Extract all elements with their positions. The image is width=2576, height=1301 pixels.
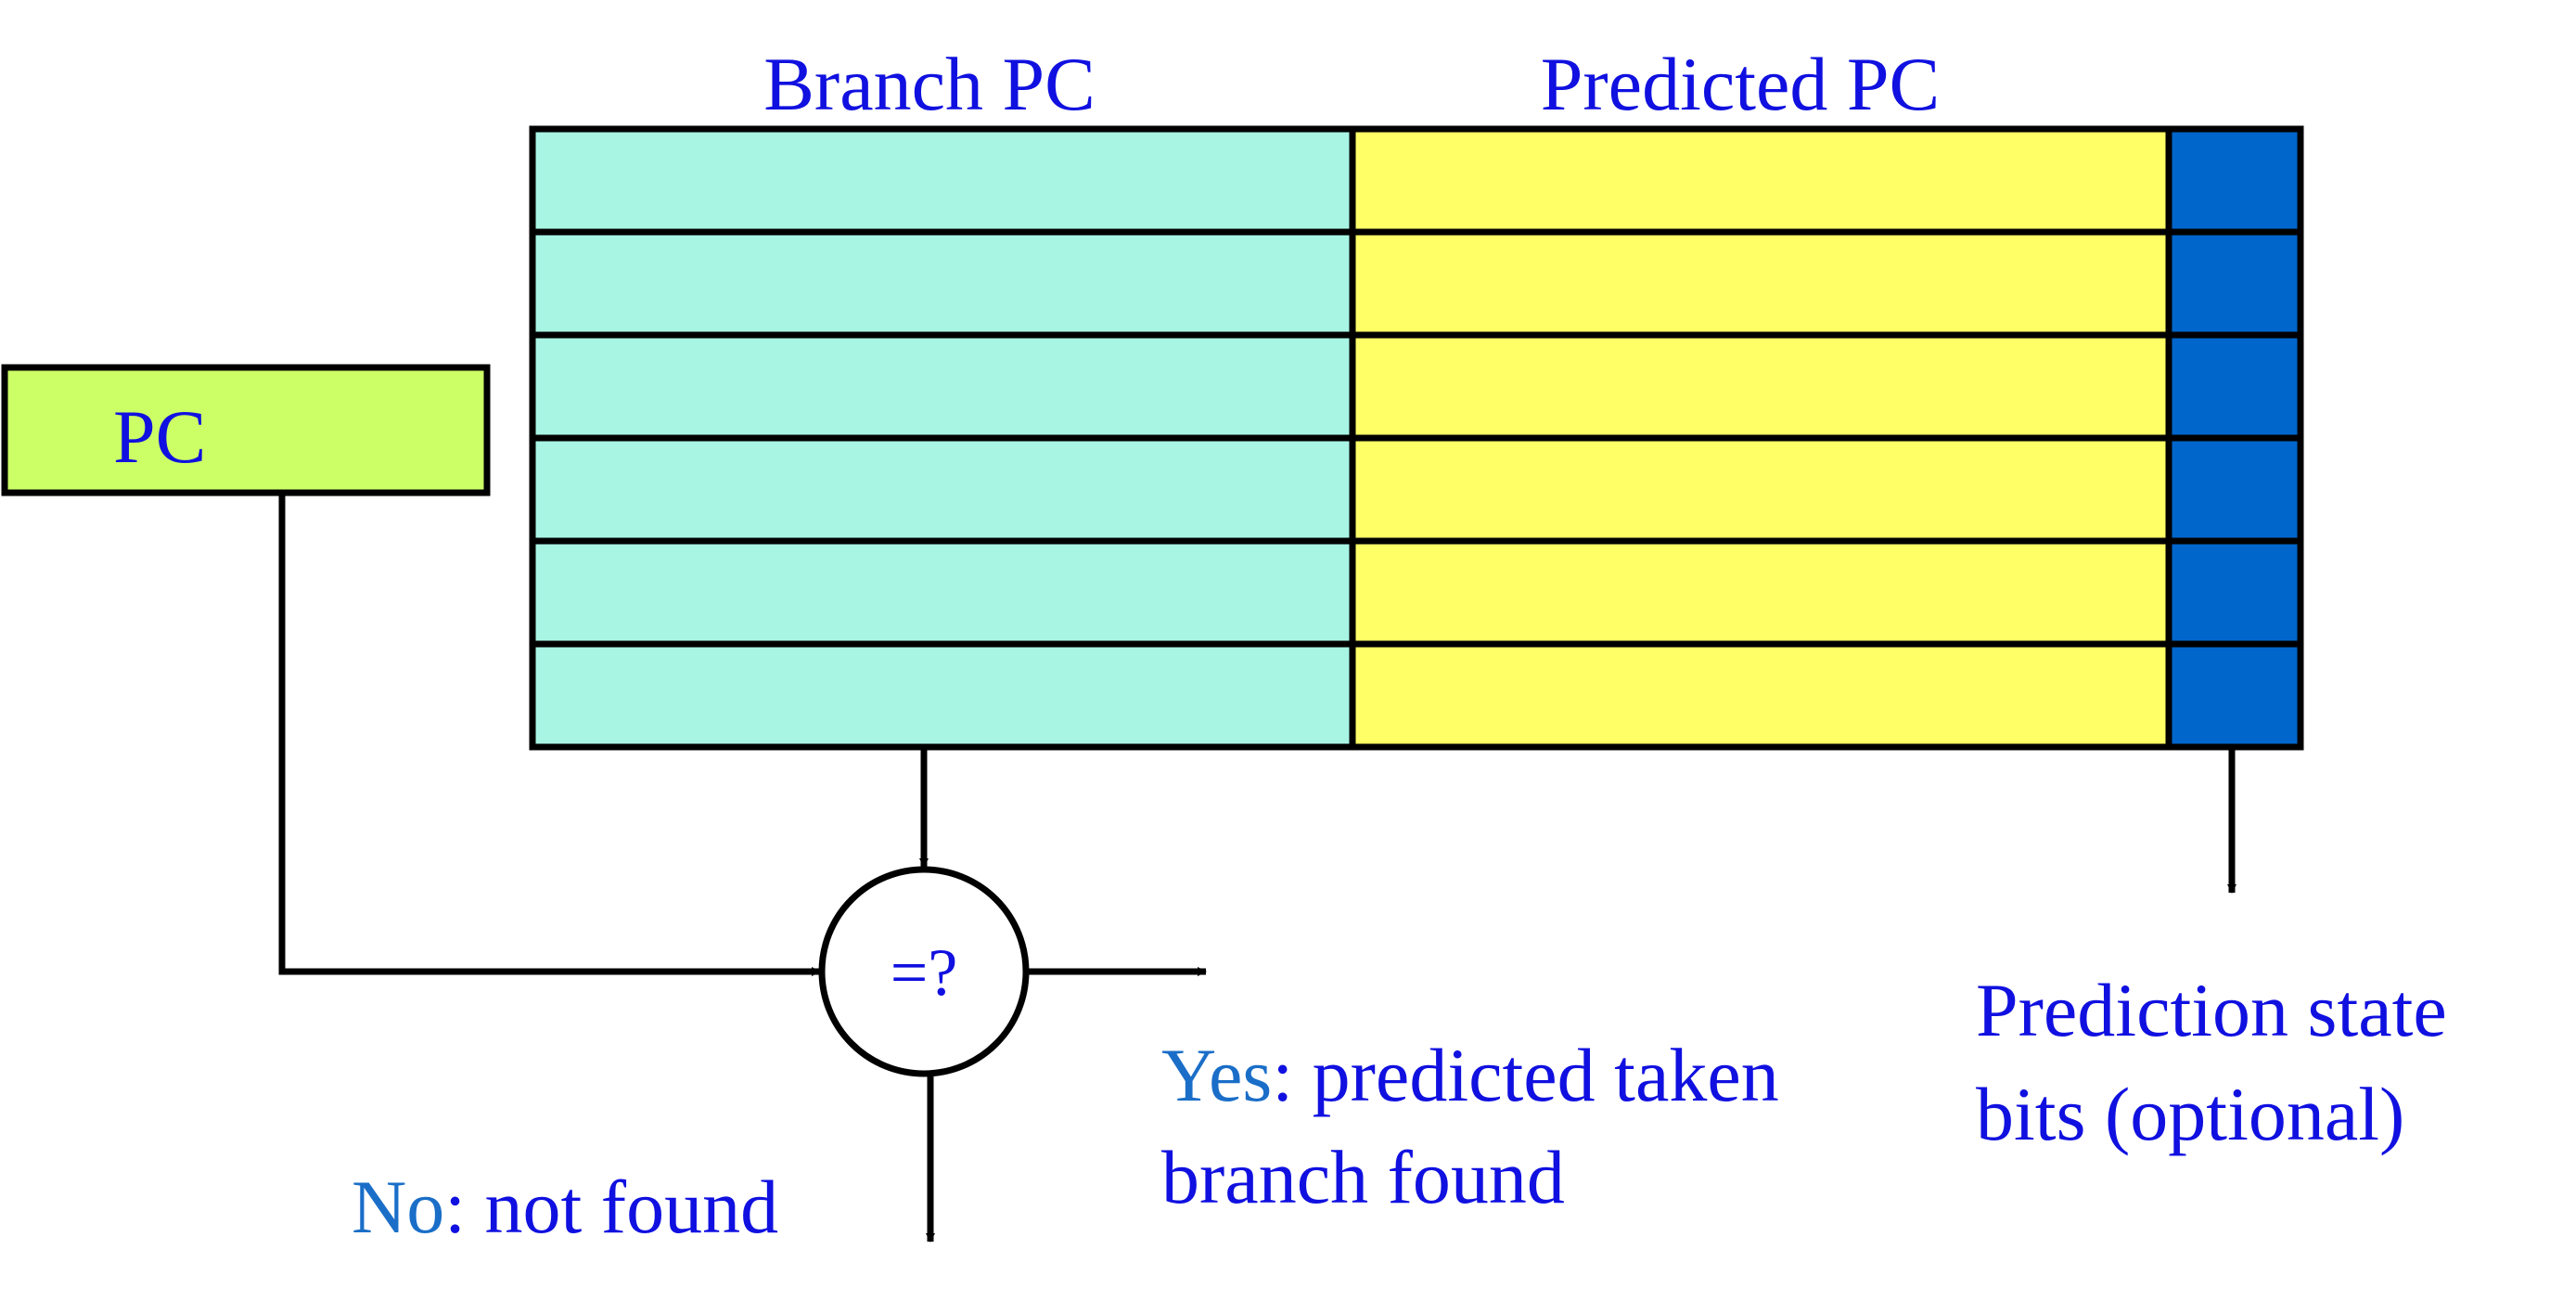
- no-rest: : not found: [444, 1165, 778, 1249]
- yes-keyword: Yes: [1161, 1033, 1272, 1117]
- yes-outcome-label: Yes: predicted taken: [1161, 1033, 1779, 1117]
- pc-to-comparator-line: [278, 493, 821, 976]
- no-keyword: No: [352, 1165, 444, 1249]
- branch-target-buffer-table: [529, 125, 2304, 751]
- no-outcome-label: No: not found: [352, 1165, 778, 1249]
- table-border: [529, 125, 2304, 751]
- state-bits-note-line2: bits (optional): [1976, 1072, 2404, 1156]
- comparator-label: =?: [891, 935, 958, 1010]
- yes-rest: : predicted taken: [1272, 1033, 1778, 1117]
- branch-pc-header: Branch PC: [763, 42, 1096, 126]
- predicted-pc-header: Predicted PC: [1541, 42, 1940, 126]
- state-bits-note-line1: Prediction state: [1976, 968, 2447, 1052]
- pc-register-label: PC: [113, 394, 206, 479]
- yes-outcome-line2: branch found: [1161, 1135, 1565, 1219]
- comparator: =?: [818, 866, 1030, 1077]
- pc-register-box: [1, 364, 491, 496]
- pc-register: PC: [1, 364, 491, 496]
